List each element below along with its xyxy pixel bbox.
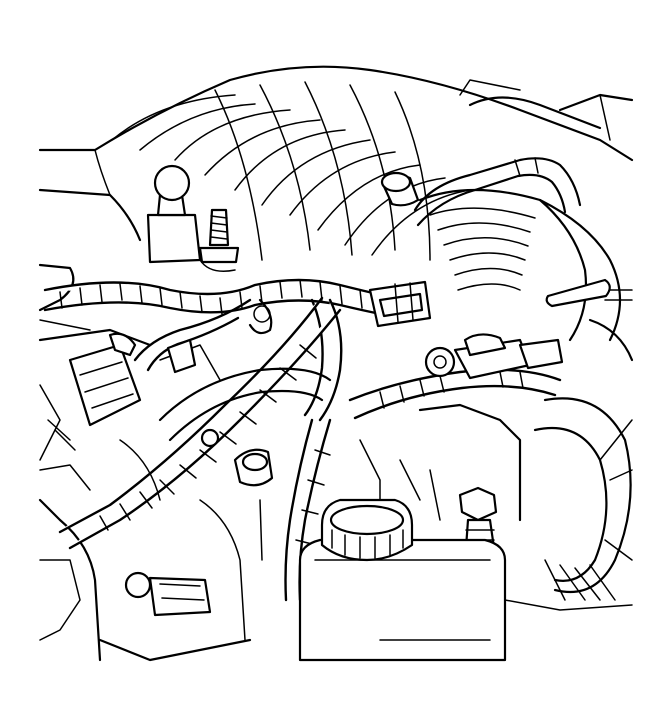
- engine-block-right: [359, 403, 522, 522]
- ball-stud: [146, 164, 236, 272]
- upper-hose: [413, 157, 582, 227]
- reservoir-cap: [320, 498, 414, 562]
- sensor-center: [200, 428, 274, 487]
- left-bracket: [38, 263, 252, 662]
- connector-bottom-left: [124, 571, 212, 617]
- throttle-body: [418, 188, 634, 362]
- connector-center-right: [424, 333, 564, 380]
- connector-left: [68, 332, 142, 427]
- vacuum-cap: [380, 171, 420, 207]
- manifold-ribs: [111, 81, 471, 261]
- center-bracket: [158, 298, 332, 442]
- bolt: [198, 208, 240, 264]
- connector-upper-center: [368, 280, 432, 328]
- coolant-reservoir: [298, 498, 507, 662]
- right-pulley-housing: [533, 397, 633, 601]
- lower-details: [39, 439, 633, 641]
- intake-manifold: [38, 65, 634, 261]
